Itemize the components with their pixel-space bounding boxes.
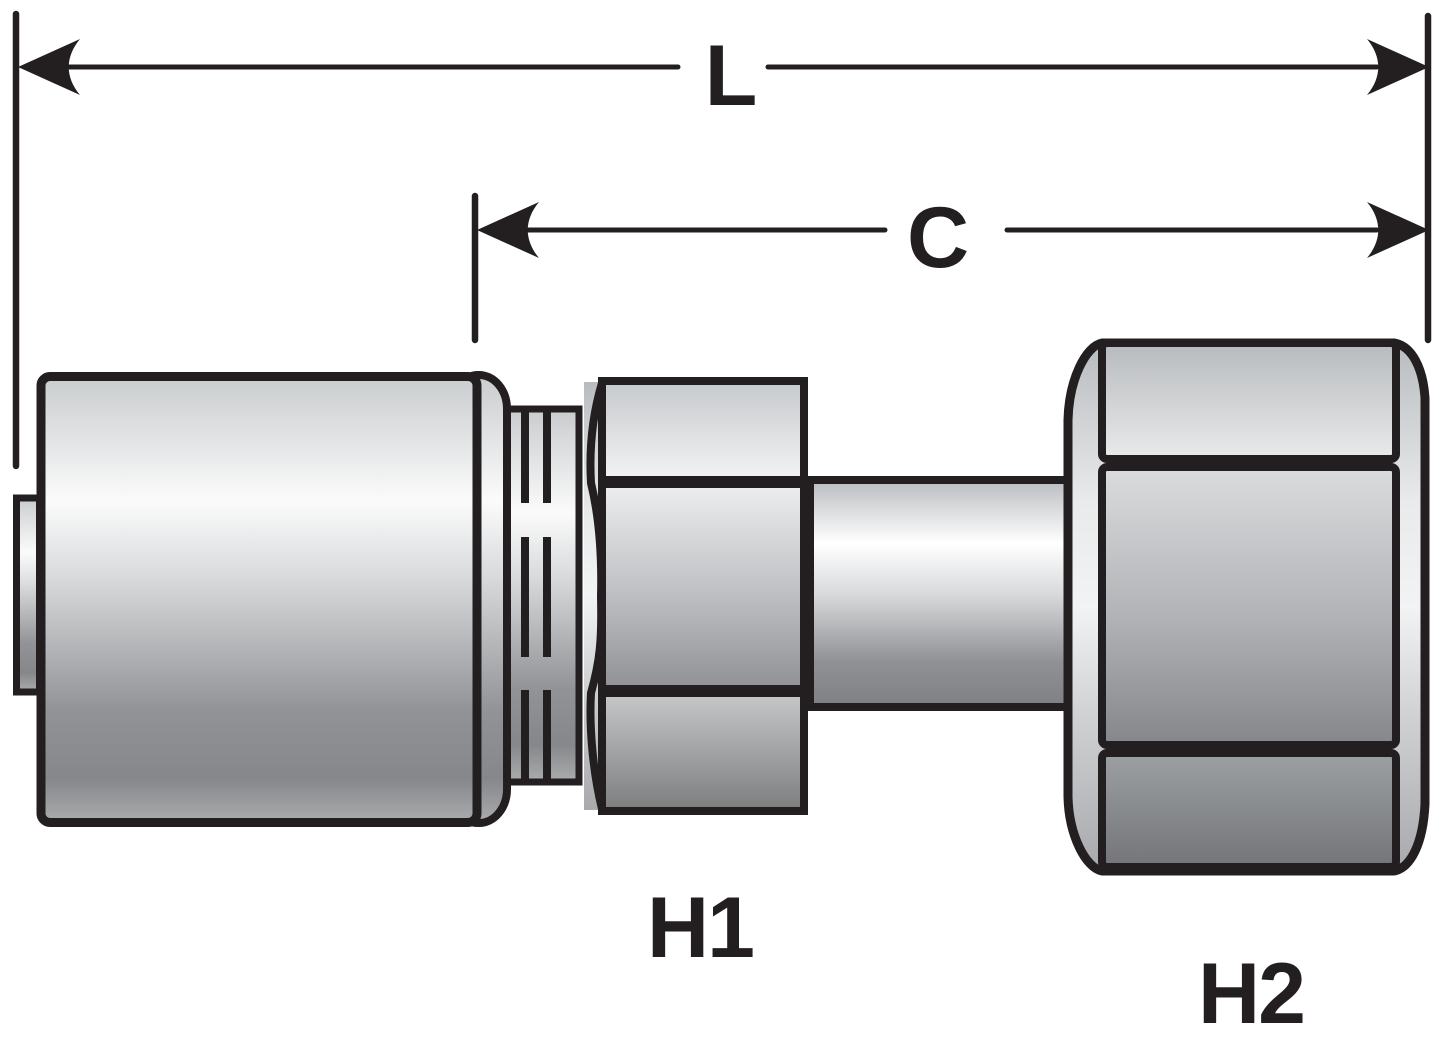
c-arrowhead-right-icon — [1367, 202, 1429, 258]
h1-hex-left-silhouette — [586, 379, 606, 813]
collar-groove — [543, 690, 551, 779]
collar-groove — [543, 537, 551, 657]
fitting-drawing — [13, 338, 1430, 876]
hose-tube-stub — [13, 494, 43, 696]
h1-hex-top-flat — [598, 377, 808, 484]
h2-nut-top-flat — [1098, 339, 1400, 463]
h1-hex-bottom-flat — [598, 689, 808, 815]
dimension-label-l: L — [705, 28, 756, 124]
hex-label-h1: H1 — [647, 880, 753, 976]
dimension-label-c: C — [907, 190, 967, 286]
connecting-shaft — [806, 476, 1093, 711]
collar-groove — [521, 537, 529, 657]
hex-label-h2: H2 — [1198, 946, 1304, 1039]
l-arrowhead-left-icon — [18, 39, 80, 95]
crimp-collar — [499, 405, 583, 786]
collar-groove — [543, 409, 551, 503]
c-arrowhead-left-icon — [477, 202, 539, 258]
h1-hex-middle-flat — [598, 480, 808, 693]
ferrule-shell — [36, 372, 482, 827]
collar-groove-stripes — [521, 409, 551, 779]
h2-nut-bottom-flat — [1098, 749, 1400, 871]
dimension-annotations — [12, 10, 1432, 470]
collar-groove — [521, 409, 529, 503]
collar-groove — [521, 690, 529, 779]
h2-nut-middle-flat — [1098, 463, 1400, 749]
dimension-arrowheads — [18, 39, 1429, 258]
l-arrowhead-right-icon — [1367, 39, 1429, 95]
